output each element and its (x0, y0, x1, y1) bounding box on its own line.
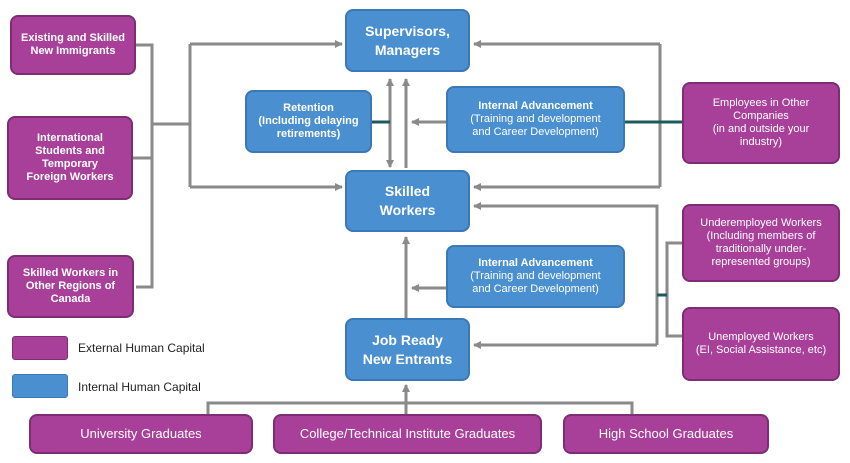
skilled-workers-other-regions-box: Skilled Workers in Other Regions of Cana… (7, 255, 134, 318)
high-school-graduates-box: High School Graduates (563, 414, 769, 454)
internal-advancement-bottom-box: Internal Advancement (Training and devel… (446, 245, 625, 308)
internal-advancement-top-box: Internal Advancement (Training and devel… (446, 86, 625, 153)
employees-other-companies-box: Employees in Other Companies (in and out… (682, 82, 840, 164)
skilled-workers-box: Skilled Workers (345, 170, 470, 232)
unemployed-workers-box: Unemployed Workers (EI, Social Assistanc… (682, 307, 840, 381)
international-students-box: International Students and Temporary For… (7, 116, 133, 200)
university-graduates-box: University Graduates (29, 414, 253, 454)
legend-external-swatch (12, 336, 68, 360)
supervisors-managers-box: Supervisors, Managers (345, 9, 470, 72)
left-bracket-line (136, 43, 154, 289)
job-ready-new-entrants-box: Job Ready New Entrants (345, 318, 470, 381)
legend-internal-swatch (12, 374, 68, 398)
internal-advancement-top-detail: (Training and development and Career Dev… (470, 112, 601, 139)
legend-internal-label: Internal Human Capital (78, 380, 201, 394)
graduates-bracket (206, 401, 634, 414)
retention-box: Retention (Including delaying retirement… (245, 90, 372, 153)
underemployed-workers-box: Underemployed Workers (Including members… (682, 204, 840, 282)
right-lower-bracket (665, 241, 682, 338)
existing-skilled-immigrants-box: Existing and Skilled New Immigrants (10, 15, 136, 75)
legend-external-label: External Human Capital (78, 341, 205, 355)
college-technical-graduates-box: College/Technical Institute Graduates (273, 414, 542, 454)
arrow-lower-to-skilled (473, 202, 659, 345)
internal-advancement-top-title: Internal Advancement (478, 99, 593, 112)
internal-advancement-bottom-title: Internal Advancement (478, 256, 593, 269)
internal-advancement-bottom-detail: (Training and development and Career Dev… (470, 269, 601, 296)
